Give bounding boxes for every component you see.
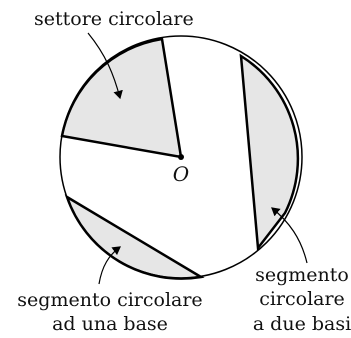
segment-two-bases [239, 53, 300, 252]
segment-one-base-arrow [98, 246, 121, 285]
sector-arrow [87, 32, 123, 100]
segment-two-bases-label-line3: a due basi [253, 313, 351, 335]
segment-one-base-label-line1: segmento circolare [17, 289, 202, 311]
center-point [178, 154, 184, 160]
sector-label: settore circolare [34, 8, 194, 30]
segment-one-base-label-line2: ad una base [52, 313, 168, 335]
segment-one-base [64, 194, 205, 280]
circular-sector [60, 37, 183, 159]
segment-two-bases-arrow [271, 207, 308, 264]
center-label: O [173, 162, 189, 186]
segment-two-bases-label-line2: circolare [259, 288, 345, 310]
main-circle [59, 35, 303, 279]
segment-two-bases-label-line1: segmento [255, 264, 349, 286]
